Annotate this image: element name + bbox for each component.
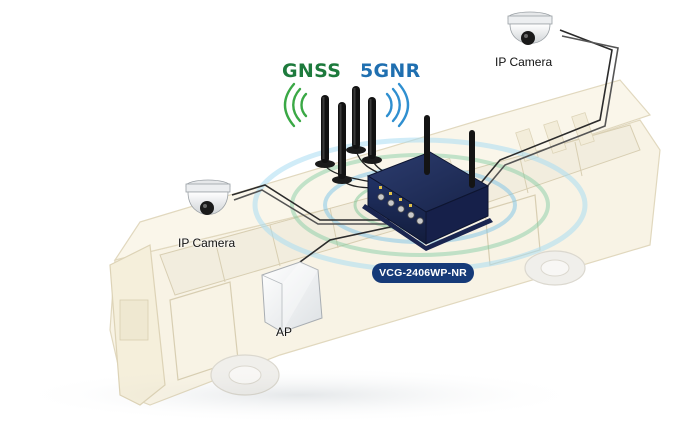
antenna	[362, 97, 382, 164]
access-point-label: AP	[276, 325, 293, 339]
gnss-label: GNSS	[282, 60, 342, 82]
antenna	[469, 130, 475, 188]
5gnr-label: 5GNR	[360, 60, 421, 82]
access-point-device	[261, 261, 323, 333]
device-model-badge: VCG-2406WP-NR	[372, 263, 474, 283]
antenna	[315, 95, 335, 168]
camera-dome-icon	[507, 11, 553, 45]
antenna	[332, 102, 352, 184]
ip-camera-label-left: IP Camera	[178, 236, 236, 250]
antenna	[424, 115, 430, 175]
floor-shadow	[10, 367, 590, 423]
antenna-array	[315, 86, 382, 184]
camera-dome-icon	[185, 179, 231, 215]
gnss-signal-icon	[283, 82, 308, 128]
5gnr-signal-icon	[385, 82, 410, 128]
router-device	[362, 115, 493, 251]
ip-camera-label-top-right: IP Camera	[495, 55, 553, 69]
antenna	[346, 86, 366, 154]
